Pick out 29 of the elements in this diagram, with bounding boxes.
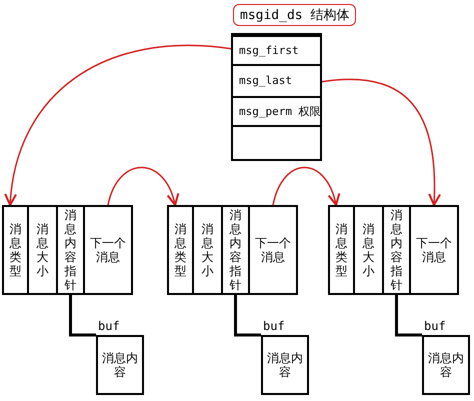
- message-field: 下一个消息: [248, 205, 298, 295]
- arrow: [107, 166, 178, 206]
- message-field: 消息类型: [328, 205, 355, 295]
- struct-field: msg_last: [233, 64, 320, 96]
- message-field: 消息大小: [27, 205, 58, 295]
- message-field: 消息内容指针: [382, 205, 411, 295]
- buffer-label: buf: [98, 319, 120, 333]
- message-field: 消息类型: [167, 205, 194, 295]
- message-field: 消息类型: [2, 205, 29, 295]
- struct-field: msg_first: [233, 35, 320, 64]
- title: msgid_ds 结构体: [233, 4, 356, 26]
- message-field: 消息内容指针: [221, 205, 250, 295]
- buffer-box: 消息内容: [261, 335, 309, 395]
- buffer-box: 消息内容: [96, 335, 144, 395]
- buffer-label: buf: [263, 319, 285, 333]
- pointer-line: [234, 295, 261, 336]
- message-field: 消息内容指针: [56, 205, 85, 295]
- arrow: [272, 166, 340, 206]
- arrow: [4, 45, 234, 206]
- struct-box: [231, 33, 322, 161]
- pointer-line: [69, 295, 96, 336]
- message-field: 下一个消息: [409, 205, 459, 295]
- buffer-box: 消息内容: [422, 335, 470, 395]
- message-field: 消息大小: [353, 205, 384, 295]
- buffer-label: buf: [424, 319, 446, 333]
- pointer-line: [395, 295, 422, 336]
- struct-field: msg_perm 权限: [233, 96, 320, 125]
- message-field: 下一个消息: [83, 205, 133, 295]
- message-field: 消息大小: [192, 205, 223, 295]
